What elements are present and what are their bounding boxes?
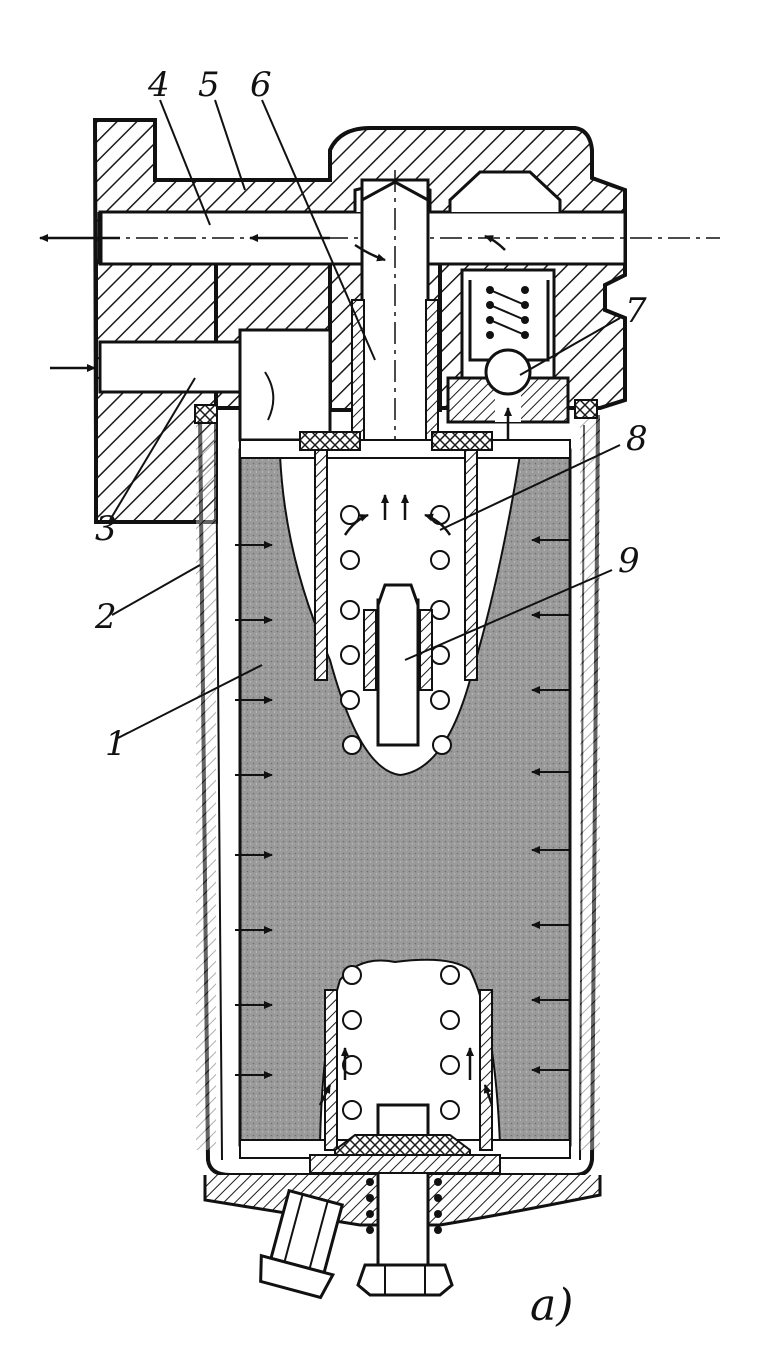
- label-3: 3: [95, 509, 117, 549]
- bypass-valve: [446, 268, 570, 424]
- label-4: 4: [147, 65, 170, 105]
- label-1: 1: [105, 724, 127, 764]
- drain-plug: [259, 1188, 345, 1300]
- inlet-channel: [98, 328, 332, 442]
- center-plug: [363, 583, 433, 747]
- label-7: 7: [625, 291, 647, 331]
- part-labels: 4 5 6 7 8 9 3 2 1 a): [94, 65, 648, 1331]
- perforated-tube: [314, 449, 493, 1151]
- label-8: 8: [626, 419, 648, 459]
- filtration-arrows-right: [531, 536, 570, 1074]
- bottom-rod-assembly: [309, 1103, 501, 1297]
- leader-lines: [109, 99, 621, 739]
- label-9: 9: [618, 541, 640, 581]
- filter-element: [238, 431, 572, 1159]
- flow-arrows: [39, 234, 512, 1106]
- label-5: 5: [198, 65, 220, 105]
- label-2: 2: [94, 597, 117, 637]
- bypass-spring: [486, 286, 529, 339]
- filtration-arrows-left: [235, 541, 273, 1079]
- label-6: 6: [250, 65, 272, 105]
- figure-caption: a): [530, 1280, 573, 1331]
